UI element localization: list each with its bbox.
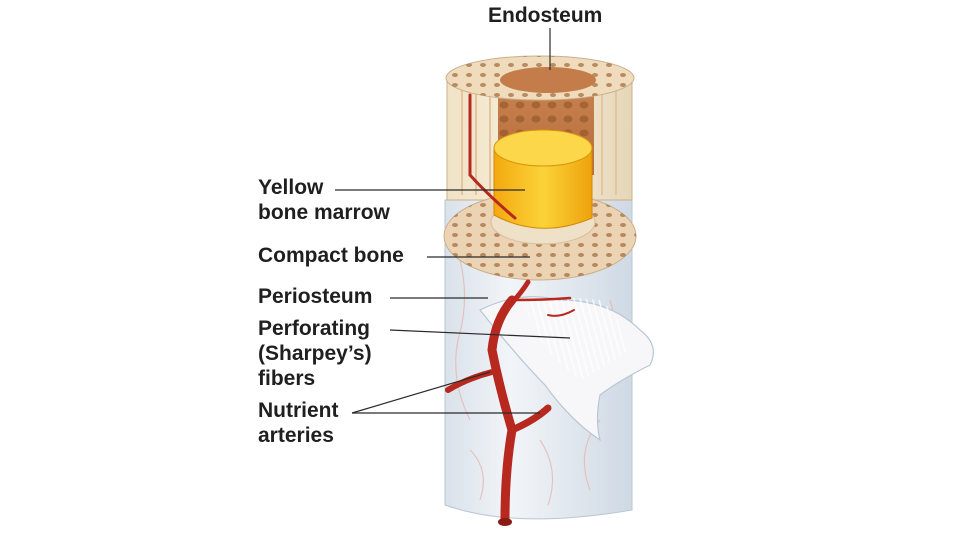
label-endosteum: Endosteum [488,3,602,28]
label-periosteum-line: Periosteum [258,285,373,308]
label-yellow-marrow: Yellow bone marrow [258,175,390,225]
label-periosteum: Periosteum [258,284,372,309]
label-perforating-line3: fibers [258,367,316,390]
perforating-fibers [525,297,630,380]
label-nutrient-arteries: Nutrient arteries [258,398,339,448]
label-nutrient-line1: Nutrient [258,399,339,422]
label-yellow-marrow-line1: Yellow [258,176,324,199]
osteon-lines [461,85,617,195]
label-endosteum-line: Endosteum [488,4,603,27]
label-nutrient-line2: arteries [258,424,334,447]
label-compact-bone-line: Compact bone [258,244,404,267]
label-compact-bone: Compact bone [258,243,404,268]
yellow-marrow [493,147,593,229]
label-yellow-marrow-line2: bone marrow [258,201,390,224]
label-perforating-fibers: Perforating (Sharpey’s) fibers [258,316,372,391]
nutrient-arteries-drawing [445,93,575,525]
leader-lines [335,28,571,414]
label-perforating-line1: Perforating [258,317,371,340]
label-perforating-line2: (Sharpey’s) [258,342,372,365]
